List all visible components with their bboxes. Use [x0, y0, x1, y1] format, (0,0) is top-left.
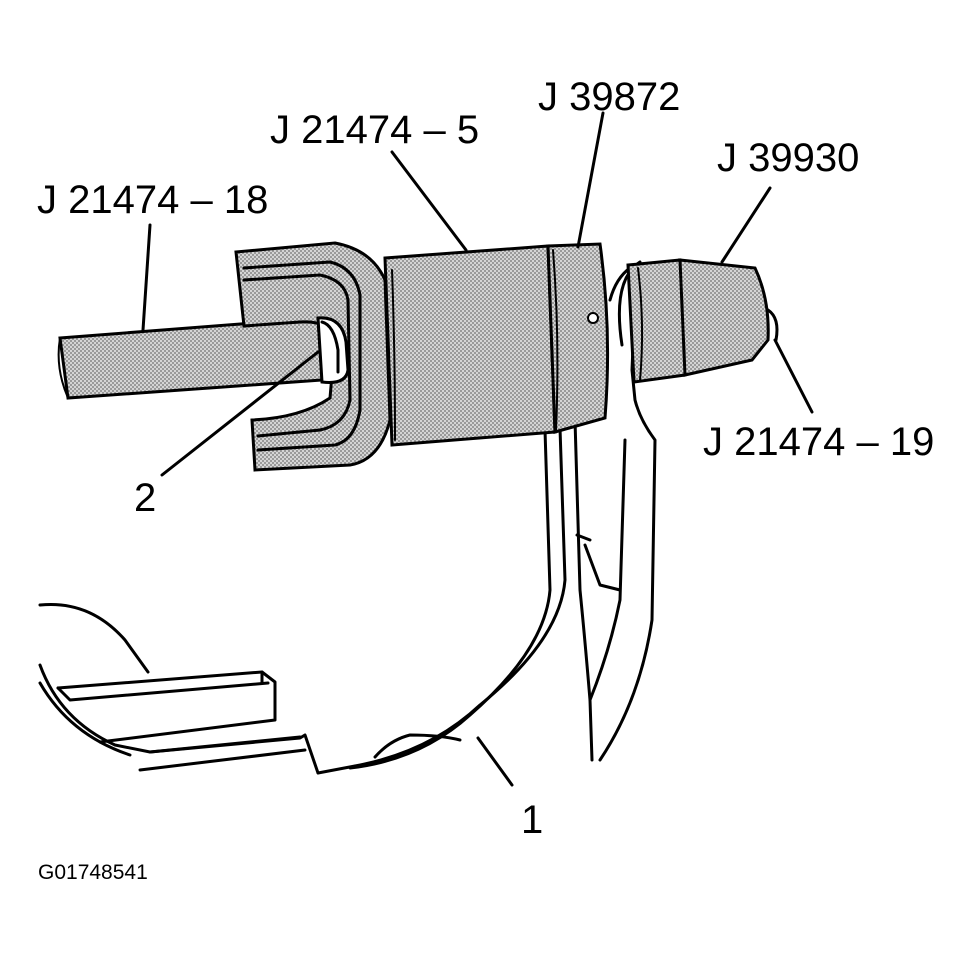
figure-id: G01748541	[38, 861, 148, 884]
label-j21474-19: J 21474 – 19	[703, 420, 935, 464]
label-j21474-18: J 21474 – 18	[37, 178, 269, 222]
label-j39930: J 39930	[717, 136, 860, 180]
leader-lines	[141, 111, 814, 787]
sleeve-j21474-19	[678, 258, 779, 377]
callout-2: 2	[134, 476, 157, 520]
label-j21474-5: J 21474 – 5	[270, 108, 480, 152]
label-j39872: J 39872	[538, 75, 681, 119]
spring-clip	[348, 260, 657, 770]
callout-1: 1	[521, 798, 544, 842]
base-bracket	[38, 602, 357, 775]
ring-j39872	[546, 242, 610, 434]
body-j21474-5	[383, 244, 557, 447]
yoke-fork	[234, 241, 392, 472]
rod-j21474-18	[57, 316, 324, 400]
